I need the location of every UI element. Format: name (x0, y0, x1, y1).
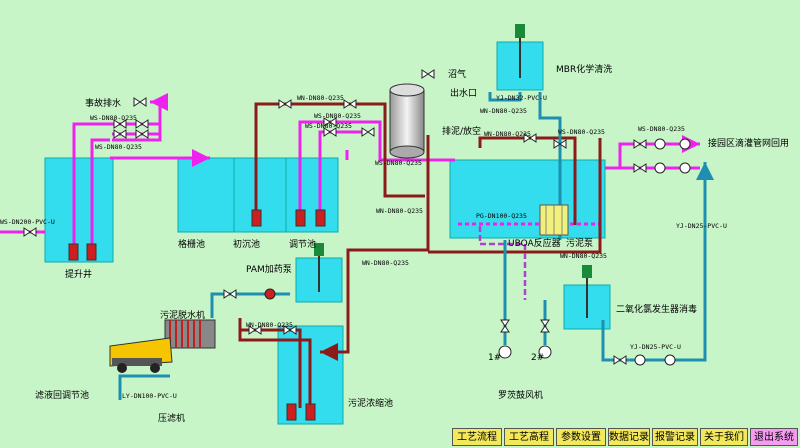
pipe-tag: WS-DN80-Q235 (305, 122, 352, 130)
filtrate-return-label: 滤液回调节池 (35, 389, 89, 401)
clo2-mixer-icon (582, 265, 592, 318)
to-irrigation-label: 接园区滴灌管网回用 (708, 137, 789, 149)
blower-2-label: 2# (531, 353, 544, 363)
nav-about-us-button[interactable]: 关于我们 (700, 428, 748, 446)
pipe-tag: YJ-DN25-PVC-U (630, 343, 681, 351)
nav-data-log-button[interactable]: 数据记录 (608, 428, 650, 446)
pipe-tag: YJ-DN32-PVC-U (496, 94, 547, 102)
nav-exit-system-button[interactable]: 退出系统 (750, 428, 798, 446)
pipe-tag: WN-DN80-Q235 (246, 321, 293, 329)
uboa-reactor-tank (449, 159, 606, 239)
sludge-pump-label: 污泥泵 (566, 237, 593, 249)
pipe-tag: WN-DN80-Q235 (297, 94, 344, 102)
pipe-tag: WN-DN80-Q235 (362, 259, 409, 267)
filter-press-label: 压滤机 (158, 412, 185, 424)
sludge-thickener-label: 污泥浓缩池 (348, 397, 393, 409)
mbr-mixer-icon (515, 24, 525, 78)
pipe-tag: WN-DN80-Q235 (560, 252, 607, 260)
lift-pumps (68, 209, 326, 421)
clean-pipes (118, 92, 714, 400)
pipe-tag: PG-DN100-Q235 (476, 212, 527, 220)
biogas-label: 沼气 (448, 68, 466, 80)
pipe-tag: LY-DN100-PVC-U (122, 392, 177, 400)
biogas-storage-cylinder (389, 83, 425, 159)
grille-tank-label: 格栅池 (178, 238, 205, 250)
pipe-tag: WS-DN80-Q235 (558, 128, 605, 136)
nav-process-elevation-button[interactable]: 工艺高程 (504, 428, 554, 446)
centrifugal-pumps (264, 138, 691, 366)
nav-process-flow-button[interactable]: 工艺流程 (452, 428, 502, 446)
sludge-vent-label: 排泥/放空 (442, 125, 481, 137)
water-outlet-label: 出水口 (450, 87, 477, 99)
roots-blower-label: 罗茨鼓风机 (498, 389, 543, 401)
blower-1-label: 1# (488, 353, 501, 363)
emergency-drain-label: 事故排水 (85, 97, 121, 109)
sludge-pipes (238, 102, 602, 408)
pipe-tag: WN-DN80-Q235 (484, 130, 531, 138)
dump-truck-icon (109, 337, 173, 373)
nav-alarm-log-button[interactable]: 报警记录 (652, 428, 698, 446)
sludge-dewatering-label: 污泥脱水机 (160, 309, 205, 321)
regulating-tank (285, 157, 339, 233)
air-pipes (478, 226, 527, 300)
primary-settling-label: 初沉池 (233, 238, 260, 250)
lift-well-tank (44, 157, 114, 263)
pipe-tag: WS-DN80-Q235 (375, 159, 422, 167)
valves (23, 69, 647, 365)
mbr-membrane-module (539, 204, 569, 236)
pipe-tag: WS-DN80-Q235 (314, 112, 361, 120)
grille-tank (177, 157, 235, 233)
pipe-tag: WS-DN80-Q235 (95, 143, 142, 151)
pipe-tag: WS-DN80-Q235 (90, 114, 137, 122)
lift-well-label: 提升井 (65, 268, 92, 280)
pipe-tag: YJ-DN25-PVC-U (676, 222, 727, 230)
pipe-tag: WS-DN80-Q235 (638, 125, 685, 133)
pipe-tag: WN-DN80-Q235 (480, 107, 527, 115)
filter-press-machine (164, 319, 216, 349)
regulating-tank-label: 调节池 (289, 238, 316, 250)
nav-parameter-settings-button[interactable]: 参数设置 (556, 428, 606, 446)
uboa-reactor-label: UBOA反应器 (508, 237, 561, 249)
pam-pump-label: PAM加药泵 (246, 264, 292, 275)
pipe-tag: WN-DN80-Q235 (376, 207, 423, 215)
pam-mixer-icon (314, 243, 324, 292)
chlorine-dioxide-label: 二氧化氯发生器消毒 (616, 303, 697, 315)
mbr-cleaning-label: MBR化学清洗 (556, 63, 612, 75)
pipe-tag: WS-DN200-PVC-U (0, 218, 55, 226)
